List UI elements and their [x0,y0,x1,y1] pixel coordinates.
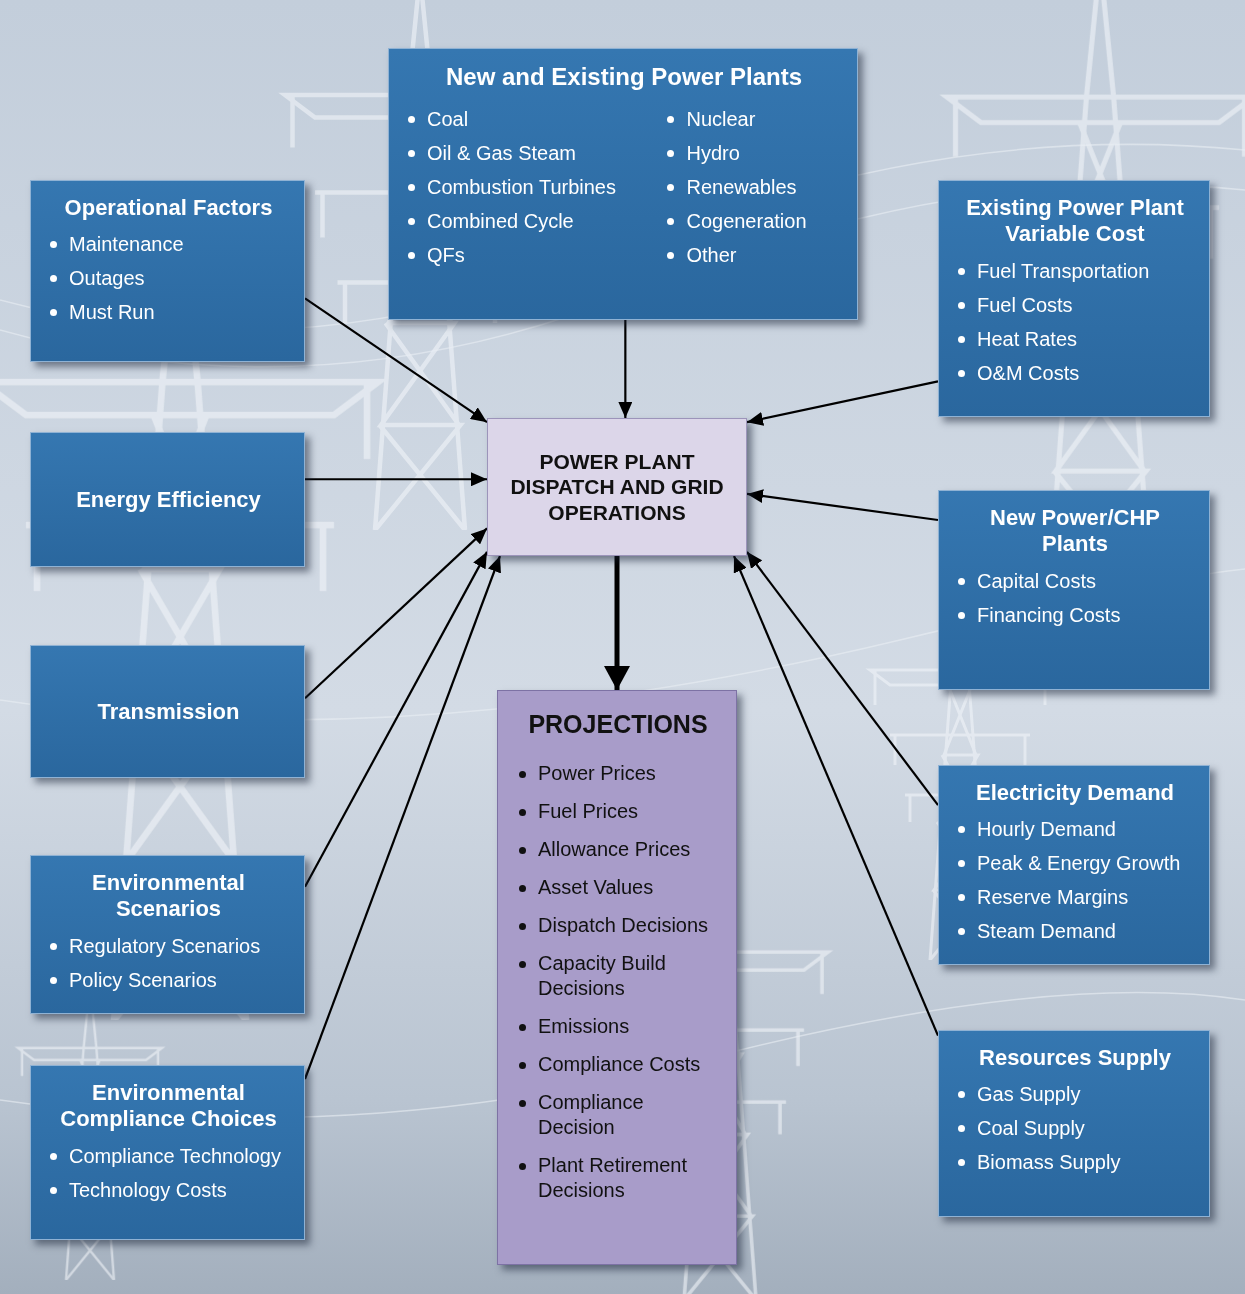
bullet-item: Biomass Supply [955,1149,1195,1175]
bullet-item: Gas Supply [955,1081,1195,1107]
bullet-item: Dispatch Decisions [516,913,720,938]
box-heading: Energy Efficiency [47,487,290,513]
flow-arrow [747,381,938,422]
box-heading: Environmental Compliance Choices [47,1080,290,1133]
bullet-list: Fuel TransportationFuel CostsHeat RatesO… [955,258,1195,394]
flow-arrow [624,320,626,418]
flow-arrow [747,552,938,805]
bullet-list: Regulatory ScenariosPolicy Scenarios [47,933,290,1001]
bullet-item: Maintenance [47,231,290,257]
bullet-item: Asset Values [516,875,720,900]
bullet-item: Power Prices [516,761,720,786]
bullet-list: Hourly DemandPeak & Energy GrowthReserve… [955,816,1195,952]
bullet-list: MaintenanceOutagesMust Run [47,231,290,333]
bullet-list: Gas SupplyCoal SupplyBiomass Supply [955,1081,1195,1183]
box-heading: Operational Factors [47,195,290,221]
bullet-item: Must Run [47,299,290,325]
bullet-item: Peak & Energy Growth [955,850,1195,876]
process-box: POWER PLANT DISPATCH AND GRID OPERATIONS [487,418,747,556]
bullet-item: Cogeneration [664,208,843,234]
box-heading: New and Existing Power Plants [405,63,843,92]
bullet-item: Technology Costs [47,1177,290,1203]
flow-arrow [305,528,487,698]
bullet-item: Capacity Build Decisions [516,951,720,1001]
box-heading: Existing Power Plant Variable Cost [955,195,1195,248]
flow-arrow [734,556,938,1036]
bullet-item: Coal [405,106,652,132]
bullet-item: Allowance Prices [516,837,720,862]
bullet-item: Compliance Technology [47,1143,290,1169]
bullet-item: Hourly Demand [955,816,1195,842]
plant-box: New and Existing Power PlantsCoalOil & G… [388,48,858,320]
bullet-item: Heat Rates [955,326,1195,352]
bullet-list: Power PricesFuel PricesAllowance PricesA… [516,761,720,1216]
bullet-list: Compliance TechnologyTechnology Costs [47,1143,290,1211]
factor-box: Resources SupplyGas SupplyCoal SupplyBio… [938,1030,1210,1217]
factor-box: Existing Power Plant Variable CostFuel T… [938,180,1210,417]
bullet-item: O&M Costs [955,360,1195,386]
factor-box: Electricity DemandHourly DemandPeak & En… [938,765,1210,965]
bullet-item: Steam Demand [955,918,1195,944]
bullet-item: Combined Cycle [405,208,652,234]
bullet-item: Other [664,242,843,268]
bullet-item: Coal Supply [955,1115,1195,1141]
bullet-item: QFs [405,242,652,268]
bullet-item: Oil & Gas Steam [405,140,652,166]
bullet-item: Fuel Prices [516,799,720,824]
bullet-item: Hydro [664,140,843,166]
flow-arrow [615,556,620,690]
factor-box: Energy Efficiency [30,432,305,567]
box-heading: Electricity Demand [955,780,1195,806]
box-heading: Transmission [47,699,290,725]
factor-box: New Power/CHP PlantsCapital CostsFinanci… [938,490,1210,690]
flow-arrow [747,494,938,520]
bullet-item: Regulatory Scenarios [47,933,290,959]
bullet-item: Renewables [664,174,843,200]
bullet-item: Fuel Transportation [955,258,1195,284]
factor-box: Operational FactorsMaintenanceOutagesMus… [30,180,305,362]
box-heading: POWER PLANT DISPATCH AND GRID OPERATIONS [498,449,736,525]
box-heading: New Power/CHP Plants [955,505,1195,558]
factor-box: Environmental Compliance ChoicesComplian… [30,1065,305,1240]
bullet-item: Emissions [516,1014,720,1039]
factor-box: Environmental ScenariosRegulatory Scenar… [30,855,305,1014]
bullet-item: Financing Costs [955,602,1195,628]
bullet-item: Capital Costs [955,568,1195,594]
bullet-item: Outages [47,265,290,291]
bullet-item: Compliance Decision [516,1090,720,1140]
box-heading: Environmental Scenarios [47,870,290,923]
bullet-item: Combustion Turbines [405,174,652,200]
bullet-item: Fuel Costs [955,292,1195,318]
bullet-item: Reserve Margins [955,884,1195,910]
output-box: PROJECTIONS Power PricesFuel PricesAllowa… [497,690,737,1265]
flow-arrow [305,556,500,1079]
bullet-list: CoalOil & Gas SteamCombustion TurbinesCo… [405,106,843,276]
box-heading: Resources Supply [955,1045,1195,1071]
flow-arrow [305,478,487,480]
bullet-item: Plant Retirement Decisions [516,1153,720,1203]
bullet-item: Policy Scenarios [47,967,290,993]
factor-box: Transmission [30,645,305,778]
box-heading: PROJECTIONS [516,709,720,739]
bullet-list: Capital CostsFinancing Costs [955,568,1195,636]
bullet-item: Compliance Costs [516,1052,720,1077]
bullet-item: Nuclear [664,106,843,132]
